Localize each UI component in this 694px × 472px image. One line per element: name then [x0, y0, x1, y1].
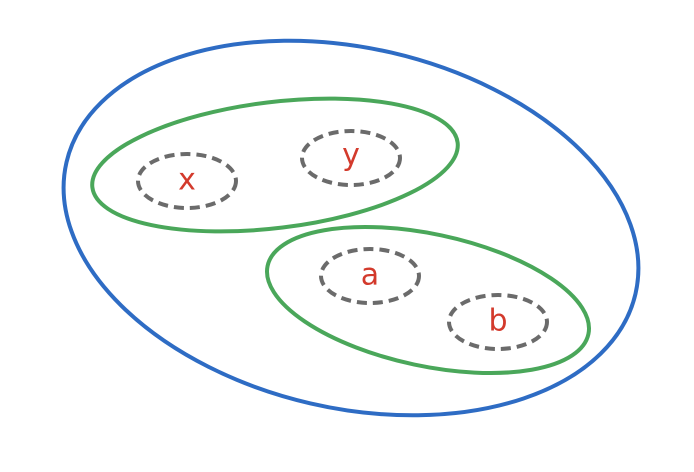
element-x-ellipse [136, 152, 238, 210]
element-a-ellipse [319, 247, 421, 305]
inner-set-lower-ellipse [264, 224, 592, 376]
element-y-label: y [342, 138, 360, 173]
element-x-label: x [178, 163, 196, 198]
element-a: a [319, 247, 421, 305]
inner-set-upper-ellipse [90, 96, 460, 234]
element-b-label: b [488, 304, 507, 339]
element-y: y [300, 129, 402, 187]
element-b: b [447, 293, 549, 351]
element-y-ellipse [300, 129, 402, 187]
element-x: x [136, 152, 238, 210]
outer-set-ellipse [61, 38, 641, 418]
element-a-label: a [361, 258, 379, 293]
element-b-ellipse [447, 293, 549, 351]
